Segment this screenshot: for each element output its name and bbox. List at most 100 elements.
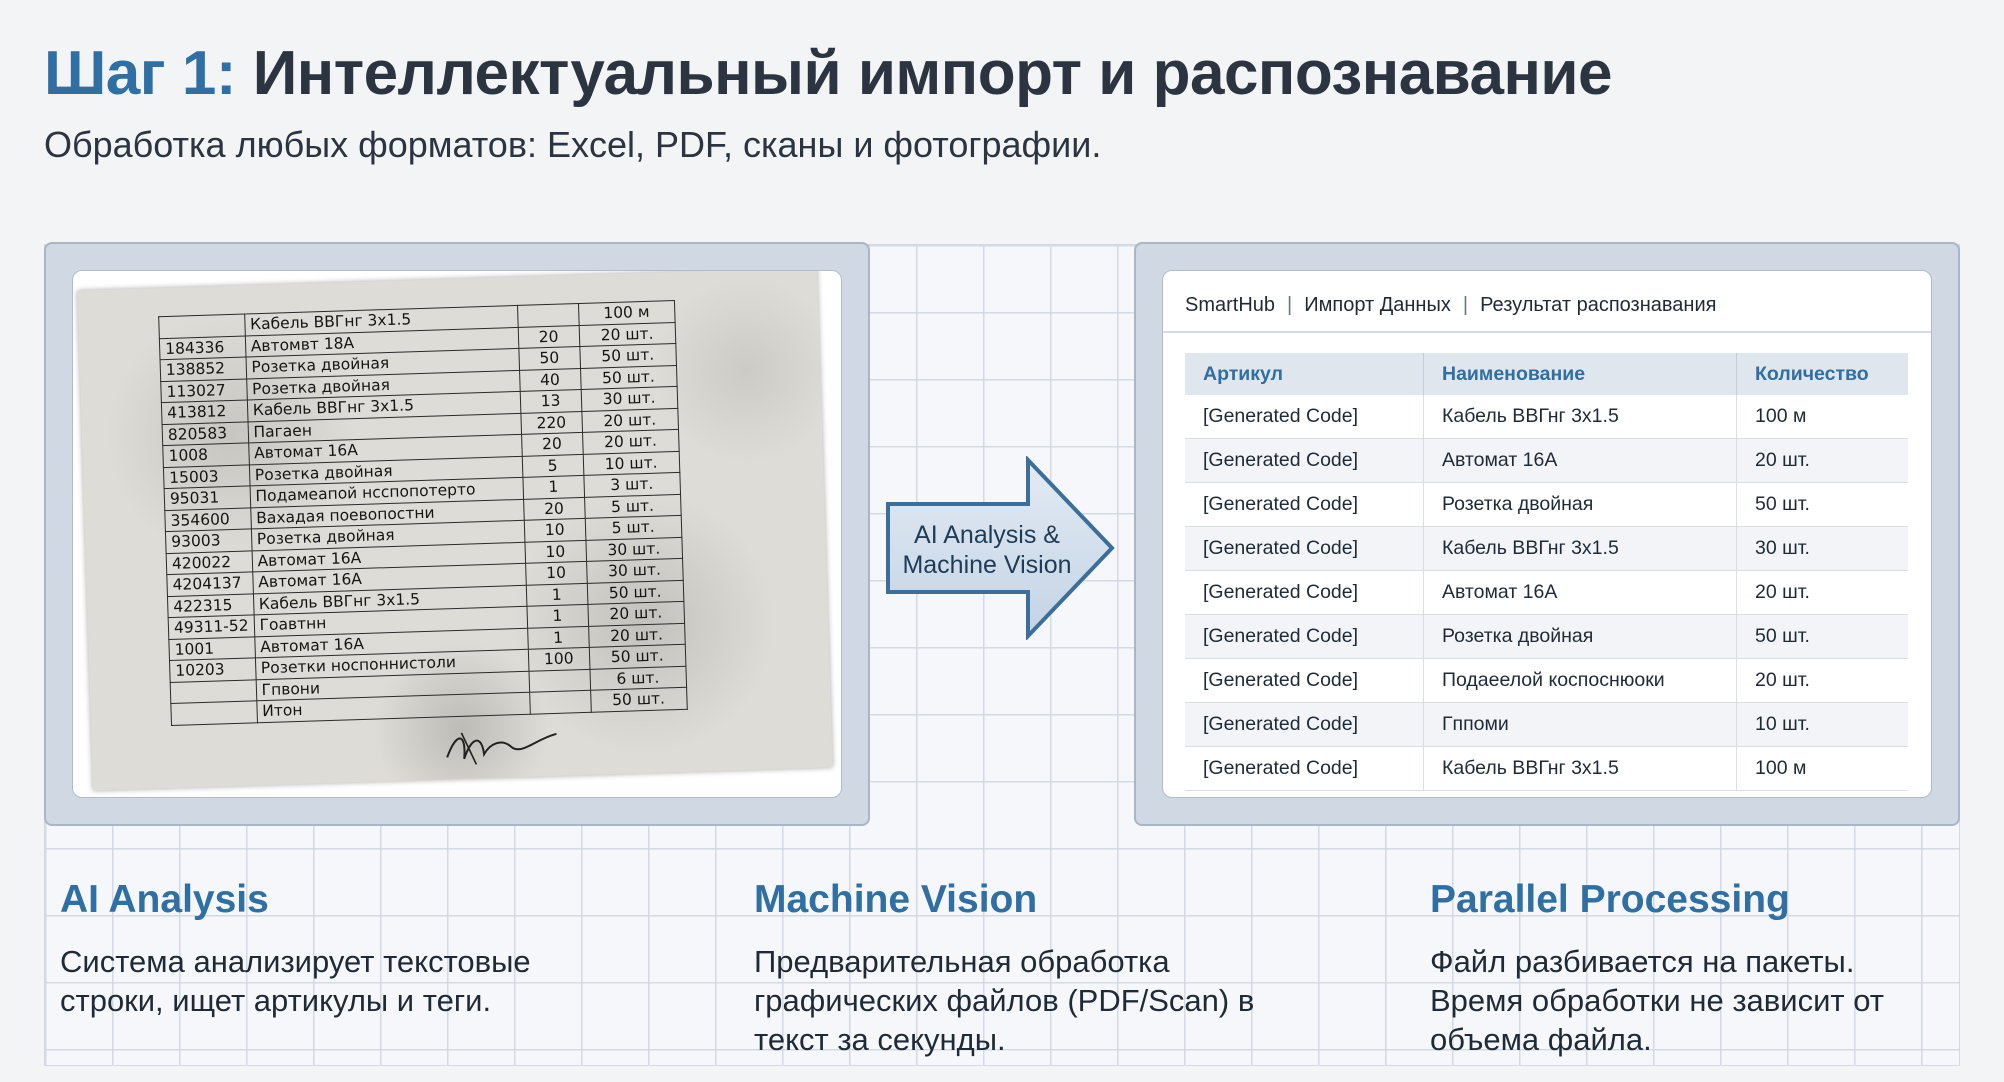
scan-cell: 20 шт. [582, 429, 679, 454]
cell-article: [Generated Code] [1185, 482, 1424, 527]
cell-name: Кабель ВВГнг 3x1.5 [1423, 746, 1737, 791]
table-header-row: Артикул Наименование Количество [1185, 353, 1908, 395]
scan-cell: 6 шт. [589, 665, 687, 691]
scan-cell: 20 шт. [578, 321, 676, 347]
cell-article: [Generated Code] [1185, 658, 1424, 703]
cell-article: [Generated Code] [1185, 526, 1424, 571]
scan-cell: 10 [525, 561, 587, 585]
scan-cell: 420022 [166, 550, 253, 575]
scan-cell: 15003 [163, 464, 250, 489]
scan-cell: 100 м [578, 300, 675, 326]
breadcrumb: SmartHub | Импорт Данных | Результат рас… [1185, 289, 1716, 321]
scan-cell: 10 [524, 539, 587, 564]
breadcrumb-separator: | [1287, 293, 1293, 316]
feature-text: Файл разбивается на пакеты. Время обрабо… [1430, 944, 1884, 1057]
scan-cell: 354600 [164, 507, 252, 532]
scan-cell: 50 шт. [586, 579, 684, 605]
scan-cell: 20 шт. [588, 622, 685, 648]
breadcrumb-item-import[interactable]: Импорт Данных [1304, 293, 1451, 316]
cell-name: Кабель ВВГнг 3x1.5 [1423, 395, 1737, 439]
scan-cell: 30 шт. [586, 558, 683, 583]
scan-cell [170, 679, 257, 704]
scan-cell: 20 шт. [581, 407, 679, 433]
scan-cell: 4204137 [166, 571, 254, 597]
cell-article: [Generated Code] [1185, 614, 1424, 659]
scan-cell: 184336 [159, 335, 246, 360]
scan-cell: 10 шт. [582, 450, 680, 476]
result-panel: SmartHub | Импорт Данных | Результат рас… [1134, 242, 1960, 826]
feature-title: Parallel Processing [1430, 878, 1790, 921]
column-header-name[interactable]: Наименование [1423, 353, 1737, 395]
scan-cell: 5 шт. [584, 515, 682, 540]
scan-cell: 5 [521, 453, 584, 478]
scan-cell: 820583 [162, 421, 249, 446]
scan-cell: 413812 [161, 399, 248, 425]
feature-text: Предварительная обработка графических фа… [754, 944, 1255, 1057]
scan-cell: 1 [522, 475, 585, 499]
process-arrow-icon [886, 456, 1115, 640]
feature-parallel-processing: Parallel Processing Файл разбивается на … [1430, 878, 1950, 1059]
signature [446, 732, 557, 765]
cell-quantity: 20 шт. [1736, 570, 1908, 615]
scan-cell: 20 [521, 432, 583, 456]
scan-cell: 422315 [167, 593, 254, 618]
scan-cell: 100 [527, 647, 590, 671]
cell-article: [Generated Code] [1185, 570, 1424, 615]
cell-quantity: 20 шт. [1736, 438, 1908, 483]
title-text: Интеллектуальный импорт и распознавание [252, 39, 1613, 108]
page-title: Шаг 1: Интеллектуальный импорт и распозн… [44, 38, 1613, 109]
feature-title: Machine Vision [754, 878, 1038, 921]
cell-quantity: 100 м [1736, 395, 1908, 439]
arrow-label-line2: Machine Vision [902, 551, 1072, 579]
scan-cell: 49311-52 [168, 614, 255, 640]
scan-cell: 1001 [168, 636, 256, 661]
scan-cell: 50 [518, 346, 581, 370]
scan-cell: 1008 [162, 442, 249, 468]
feature-title: AI Analysis [60, 878, 269, 921]
feature-ai-analysis: AI Analysis Система анализирует текстовы… [60, 878, 620, 1020]
scan-cell [170, 700, 258, 726]
scan-cell [517, 303, 579, 327]
page-subtitle: Обработка любых форматов: Excel, PDF, ск… [44, 124, 1102, 165]
scan-cell: 20 [517, 325, 580, 349]
step-label: Шаг 1: [44, 39, 236, 108]
scan-cell: 1 [525, 582, 588, 607]
cell-name: Автомат 16А [1423, 570, 1737, 615]
cell-name: Кабель ВВГнг 3x1.5 [1423, 526, 1737, 571]
cell-quantity: 30 шт. [1736, 526, 1908, 571]
breadcrumb-item-smarthub[interactable]: SmartHub [1185, 293, 1276, 316]
cell-quantity: 100 м [1736, 746, 1908, 791]
scan-cell: 95031 [164, 485, 251, 511]
column-header-article[interactable]: Артикул [1185, 353, 1424, 395]
cell-article: [Generated Code] [1185, 395, 1424, 439]
cell-article: [Generated Code] [1185, 746, 1424, 791]
scan-cell [158, 314, 245, 339]
scan-cell: 10 [523, 518, 586, 542]
cell-name: Гппоми [1423, 702, 1737, 747]
cell-quantity: 20 шт. [1736, 658, 1908, 703]
scan-cell: 50 шт. [590, 687, 687, 712]
cell-article: [Generated Code] [1185, 702, 1424, 747]
scan-cell: 1 [526, 604, 589, 628]
cell-name: Подаеелой коспоснюоки [1423, 658, 1737, 703]
scan-cell: 10203 [169, 657, 256, 683]
arrow-label: AI Analysis & Machine Vision [892, 520, 1082, 580]
scan-cell: 20 [523, 496, 585, 521]
feature-text: Система анализирует текстовые строки, ищ… [60, 944, 531, 1018]
cell-name: Розетка двойная [1423, 614, 1737, 659]
column-header-quantity[interactable]: Количество [1736, 353, 1908, 395]
app-window: SmartHub | Импорт Данных | Результат рас… [1162, 270, 1932, 798]
